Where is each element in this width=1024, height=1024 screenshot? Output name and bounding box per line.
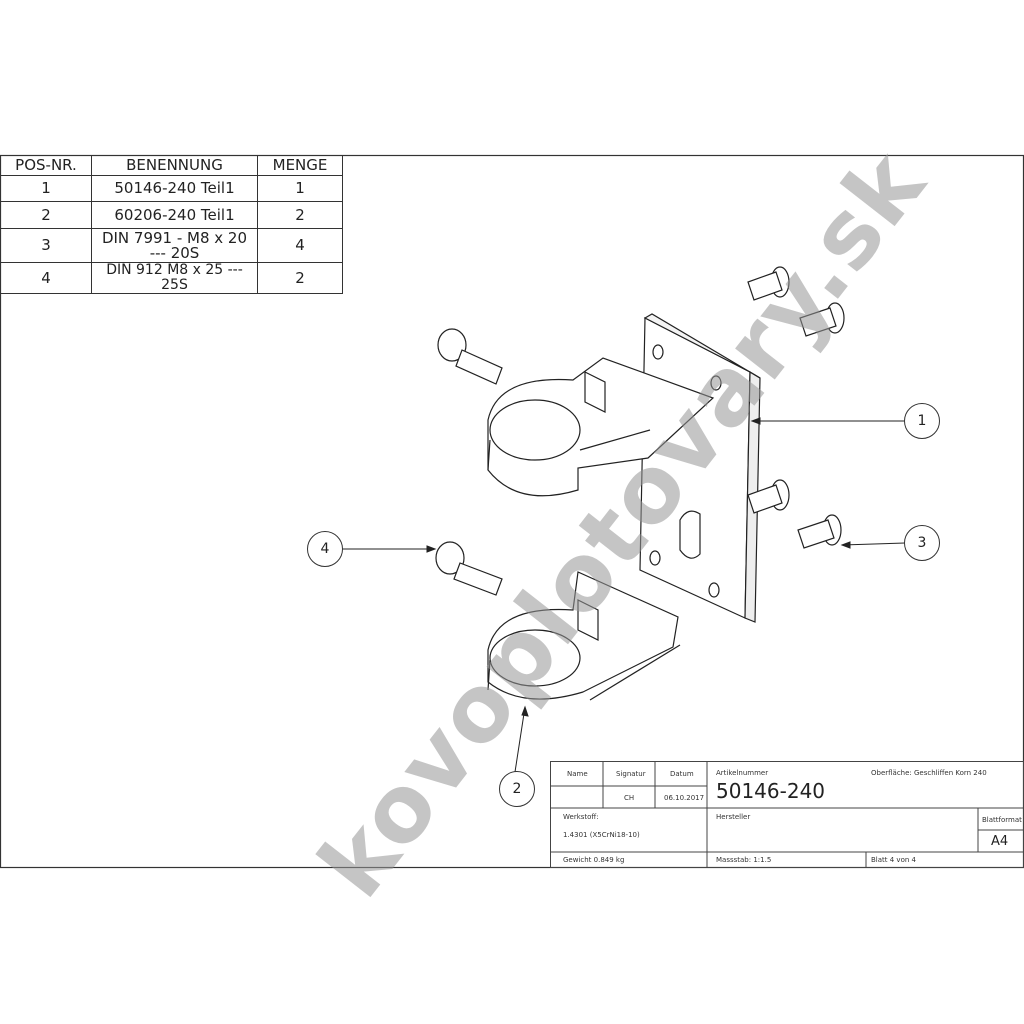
balloon-2: 2 — [499, 771, 535, 807]
artikel-number: 50146-240 — [716, 779, 826, 803]
part-2-clamp-lower — [487, 571, 681, 701]
artikel-label: Artikelnummer — [716, 769, 769, 777]
bom-qty: 4 — [257, 228, 343, 263]
massstab: Massstab: 1:1.5 — [716, 856, 772, 864]
gewicht: Gewicht 0.849 kg — [563, 856, 625, 864]
bom-row: 3 DIN 7991 - M8 x 20 --- 20S 4 — [0, 228, 343, 263]
bom-pos: 3 — [0, 228, 92, 263]
screw-din912-upper — [437, 328, 503, 385]
datum-label: Datum — [670, 770, 694, 778]
balloon-4: 4 — [307, 531, 343, 567]
signatur-label: Signatur — [616, 770, 646, 778]
balloon-1: 1 — [904, 403, 940, 439]
title-block-lines — [550, 761, 1024, 868]
bom-row: 4 DIN 912 M8 x 25 --- 25S 2 — [0, 262, 343, 294]
bom-name: DIN 912 M8 x 25 --- 25S — [91, 262, 258, 294]
datum-value: 06.10.2017 — [664, 794, 705, 802]
leader-lines — [342, 417, 906, 773]
blatt: Blatt 4 von 4 — [871, 856, 916, 864]
oberflaeche: Oberfläche: Geschliffen Korn 240 — [871, 769, 987, 777]
bom-pos: 2 — [0, 201, 92, 229]
screw-din912-lower — [435, 541, 503, 596]
bom-name: DIN 7991 - M8 x 20 --- 20S — [91, 228, 258, 263]
bom-header-pos: POS-NR. — [0, 155, 92, 176]
bom-header-row: POS-NR. BENENNUNG MENGE — [0, 155, 343, 176]
bom-qty: 2 — [257, 201, 343, 229]
bom-name: 50146-240 Teil1 — [91, 175, 258, 202]
screw-din7991-3 — [747, 479, 790, 514]
balloon-3: 3 — [904, 525, 940, 561]
bom-pos: 1 — [0, 175, 92, 202]
screw-din7991-2 — [799, 302, 845, 337]
bom-qty: 1 — [257, 175, 343, 202]
bom-header-name: BENENNUNG — [91, 155, 258, 176]
blattformat-value: A4 — [991, 834, 1009, 849]
blattformat-label: Blattformat — [982, 816, 1022, 824]
bom-name: 60206-240 Teil1 — [91, 201, 258, 229]
bom-row: 2 60206-240 Teil1 2 — [0, 201, 343, 229]
bom-row: 1 50146-240 Teil1 1 — [0, 175, 343, 202]
screw-din7991-4 — [797, 514, 842, 549]
signatur-value: CH — [624, 794, 635, 802]
bom-pos: 4 — [0, 262, 92, 294]
bom-qty: 2 — [257, 262, 343, 294]
hersteller-label: Hersteller — [716, 813, 751, 821]
bom-table: POS-NR. BENENNUNG MENGE 1 50146-240 Teil… — [0, 155, 343, 294]
part-2-clamp-upper — [487, 357, 715, 497]
screw-din7991-1 — [747, 266, 790, 301]
name-label: Name — [567, 770, 588, 778]
werkstoff-label: Werkstoff: — [563, 813, 599, 821]
werkstoff-value: 1.4301 (X5CrNi18-10) — [563, 831, 640, 839]
bom-header-qty: MENGE — [257, 155, 343, 176]
